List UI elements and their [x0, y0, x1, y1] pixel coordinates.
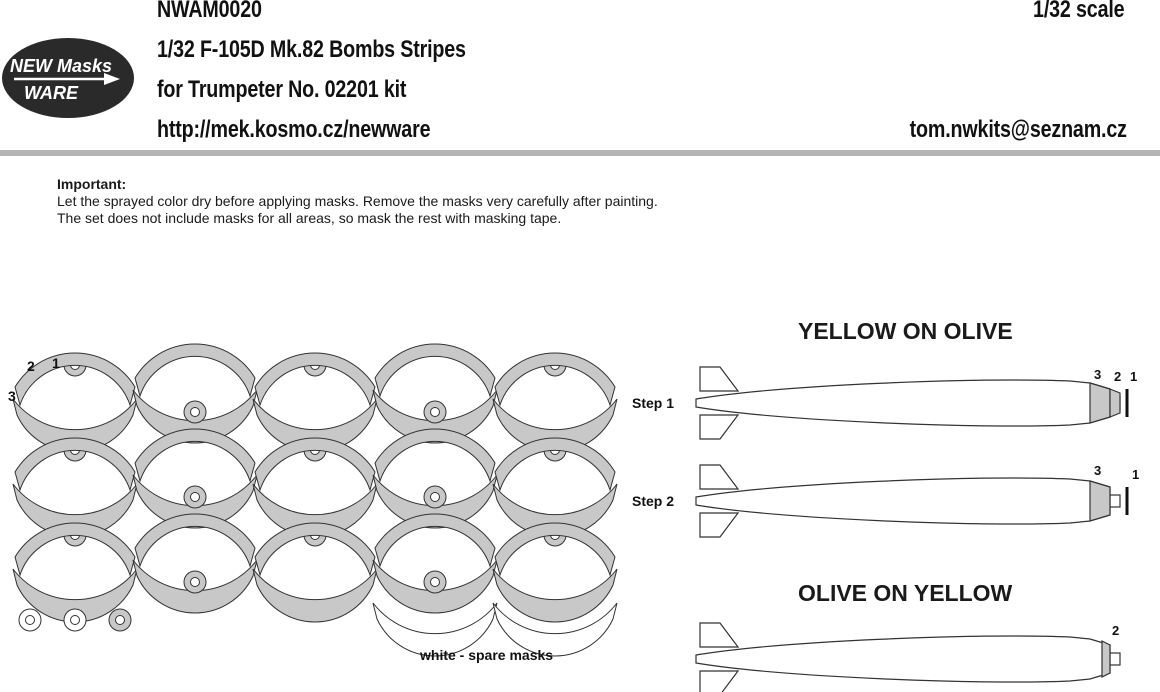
- mask-circle: [183, 400, 207, 424]
- svg-text:NEW Masks: NEW Masks: [10, 56, 112, 76]
- mask-circle: [423, 400, 447, 424]
- mask-arc: [254, 352, 376, 406]
- mask-arc: [134, 343, 256, 397]
- mask-arc: [494, 522, 616, 576]
- mask-arc: [134, 428, 256, 482]
- svg-text:WARE: WARE: [24, 83, 79, 103]
- instructions-line-2: The set does not include masks for all a…: [57, 210, 562, 226]
- mask-arc: [254, 522, 376, 576]
- step-2-stripe-3: 3: [1094, 463, 1101, 478]
- product-title: 1/32 F-105D Mk.82 Bombs Stripes: [157, 36, 466, 63]
- label-3: 3: [8, 388, 16, 404]
- section-title-yellow-on-olive: YELLOW ON OLIVE: [798, 318, 1013, 344]
- product-subtitle: for Trumpeter No. 02201 kit: [157, 76, 407, 103]
- mask-arc: [494, 352, 616, 406]
- mask-arc: [14, 437, 136, 491]
- step-1-stripe-3: 3: [1094, 367, 1101, 382]
- mask-circle: [423, 570, 447, 594]
- step-1-stripe-1: 1: [1130, 369, 1137, 384]
- step-1-label: Step 1: [632, 395, 674, 411]
- email-link[interactable]: tom.nwkits@seznam.cz: [909, 116, 1127, 143]
- instructions-line-1: Let the sprayed color dry before applyin…: [57, 193, 658, 209]
- label-2: 2: [27, 358, 35, 374]
- spare-mask-circle: [63, 608, 87, 632]
- new-ware-logo: NEW Masks WARE: [2, 38, 134, 118]
- step-1-stripe-2: 2: [1114, 369, 1121, 384]
- bomb-diagrams: Step 1 3 2 1 Step 2 3 1 2: [632, 366, 1139, 692]
- mask-circle: [108, 608, 132, 632]
- label-1: 1: [52, 355, 60, 371]
- step-2-stripe-1: 1: [1132, 467, 1139, 482]
- mask-arc: [374, 343, 496, 397]
- mask-arc: [374, 513, 496, 567]
- spare-mask-circle: [18, 608, 42, 632]
- mask-arc: [494, 437, 616, 491]
- instructions-heading: Important:: [57, 176, 127, 192]
- mask-arc: [14, 522, 136, 576]
- spare-masks-caption: white - spare masks: [419, 647, 553, 663]
- mask-arc: [492, 568, 618, 623]
- mask-circle: [183, 570, 207, 594]
- mask-circle: [183, 485, 207, 509]
- instructions: Important: Let the sprayed color dry bef…: [57, 176, 658, 227]
- mask-arc: [252, 568, 378, 623]
- mask-sheet: 2 1 3 white - spare masks: [8, 343, 618, 663]
- mask-arc: [374, 428, 496, 482]
- product-code: NWAM0020: [157, 0, 262, 23]
- olive-stripe-2: 2: [1112, 623, 1119, 638]
- step-2-label: Step 2: [632, 493, 674, 509]
- mask-arc: [254, 437, 376, 491]
- header-divider: [0, 150, 1160, 156]
- section-title-olive-on-yellow: OLIVE ON YELLOW: [798, 580, 1013, 606]
- website-link[interactable]: http://mek.kosmo.cz/newware: [157, 116, 431, 143]
- mask-circle: [423, 485, 447, 509]
- mask-arc: [134, 513, 256, 567]
- scale-label: 1/32 scale: [1032, 0, 1125, 23]
